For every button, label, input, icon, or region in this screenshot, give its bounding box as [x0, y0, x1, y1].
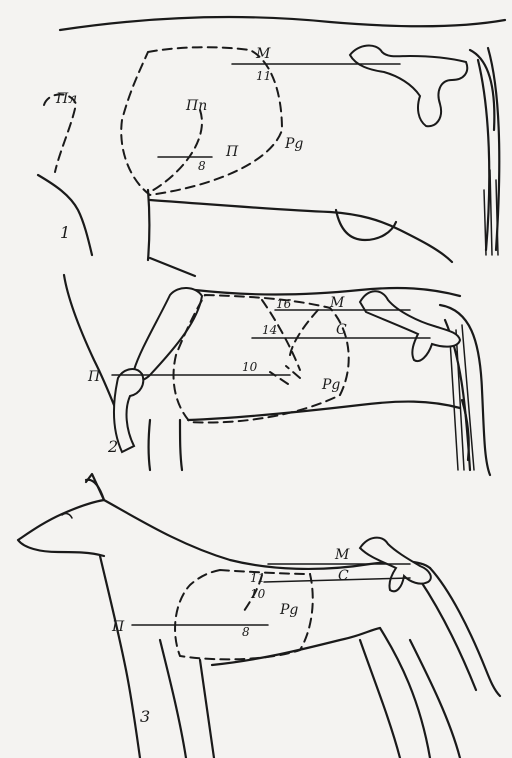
horse-back-outline — [195, 288, 460, 296]
horse-pelvis — [360, 291, 460, 361]
dog-hind-leg — [360, 628, 460, 758]
horse-scapula — [133, 288, 202, 380]
horse-diaphragm-line — [270, 310, 318, 384]
label-m: М — [329, 295, 345, 311]
cow-diaphragm-line — [150, 110, 202, 192]
cow-back-outline — [60, 17, 505, 30]
label-pg-inner: Пп — [185, 98, 207, 114]
dog-head — [18, 480, 104, 556]
label-rg: Рg — [279, 602, 298, 618]
label-10: 10 — [250, 587, 266, 601]
dog-chest — [100, 556, 140, 758]
figure-1-cow: Пл М 11 Пп Рg П 8 1 — [38, 17, 505, 262]
label-p: П — [225, 144, 239, 160]
label-14: 14 — [262, 323, 277, 337]
label-c: С — [336, 322, 347, 338]
cow-belly — [150, 200, 452, 262]
cow-front-leg — [148, 190, 150, 260]
figure-number: 2 — [107, 437, 118, 456]
label-c: С — [338, 568, 349, 584]
cow-chest — [38, 175, 92, 255]
figure-2-horse: 16 М 14 С П 10 Рg 2 — [64, 258, 490, 475]
horse-neck — [64, 275, 116, 410]
label-m: М — [334, 547, 350, 563]
label-16: 16 — [276, 297, 292, 311]
cow-pelvis — [350, 46, 467, 127]
label-rg: Рg — [284, 136, 303, 152]
dog-line-c — [264, 578, 410, 582]
figure-number: 1 — [60, 223, 70, 242]
horse-belly — [188, 402, 460, 420]
dog-tail — [420, 568, 500, 696]
horse-front-leg — [149, 420, 183, 470]
label-p: П — [111, 619, 125, 635]
label-pl: Пл — [55, 91, 77, 107]
horse-lung-field-outline — [174, 295, 349, 423]
label-11: 11 — [250, 571, 265, 585]
cow-tail — [478, 48, 499, 250]
label-8: 8 — [198, 159, 206, 173]
figure-number: 3 — [140, 707, 150, 726]
label-m: М — [255, 46, 271, 62]
horse-humerus — [114, 369, 143, 452]
label-10: 10 — [242, 360, 258, 374]
label-11: 11 — [256, 69, 271, 83]
dog-eye — [62, 514, 72, 518]
label-8: 8 — [242, 625, 250, 639]
label-rg: Рg — [321, 377, 340, 393]
figure-3-dog: М 11 С 10 Рg П 8 3 — [18, 474, 500, 758]
dog-ear — [86, 474, 104, 500]
horse-mane — [150, 258, 195, 276]
label-p: П — [87, 369, 101, 385]
